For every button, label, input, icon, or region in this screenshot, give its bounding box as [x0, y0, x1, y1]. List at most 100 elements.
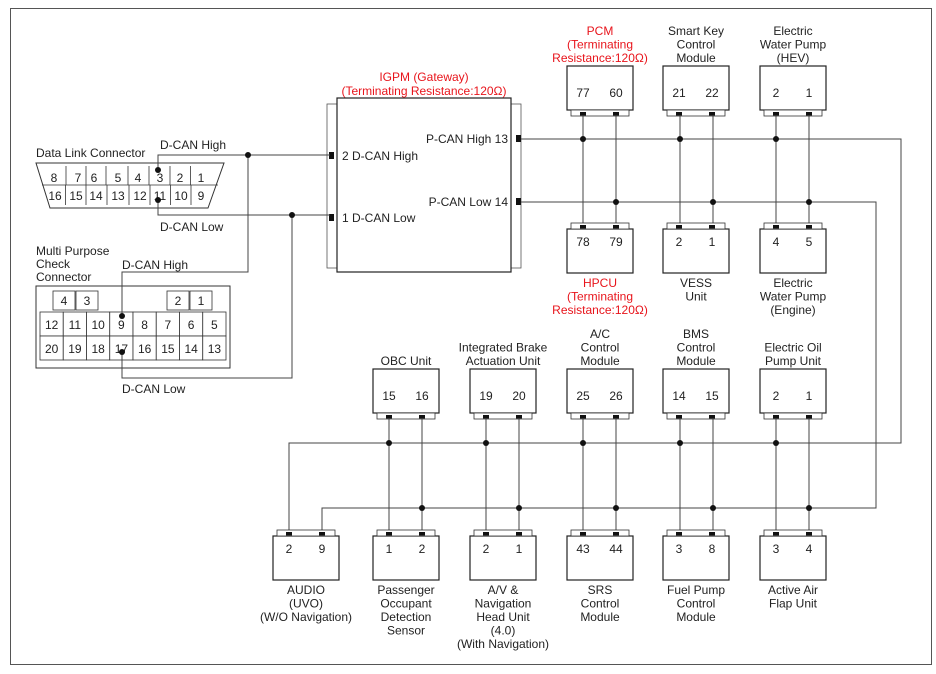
ac-pin-terminal: [580, 415, 586, 419]
smartkey-pin-terminal: [676, 112, 682, 116]
junction-dot: [386, 440, 392, 446]
wire-dlc-dcan-low: [157, 200, 330, 216]
iba-pin-number: 20: [512, 389, 526, 403]
ewp_engine-label-line: (Engine): [770, 303, 815, 317]
eop-pin-terminal: [773, 415, 779, 419]
junction-dots: [119, 136, 812, 511]
srs-label-line: Module: [580, 610, 620, 624]
igpm-box: [336, 97, 512, 273]
avn-label-line: (4.0): [491, 624, 516, 638]
can-wires: [121, 114, 902, 534]
ac-label-line: Module: [580, 354, 620, 368]
dlc-pin-label: 10: [174, 189, 188, 203]
smartkey-label-line: Module: [676, 51, 716, 65]
igpm-subtitle: (Terminating Resistance:120Ω): [341, 84, 506, 98]
vess-pin-number: 2: [676, 235, 683, 249]
ewp_hev-pin-terminal: [773, 112, 779, 116]
audio-label-line: (UVO): [289, 597, 323, 611]
mpc-pin-label: 8: [141, 318, 148, 332]
bms-pin-number: 14: [672, 389, 686, 403]
eop-pin-number: 2: [773, 389, 780, 403]
vess-box: [662, 228, 730, 274]
ewp_hev-label-line: (HEV): [777, 51, 810, 65]
obc-pin-terminal: [386, 415, 392, 419]
pcm-pin-number: 77: [576, 86, 590, 100]
pods-box: [372, 535, 440, 581]
dlc-pin-label: 14: [89, 189, 103, 203]
igpm-pcan-high-label: P-CAN High 13: [426, 132, 508, 146]
dlc-pin-label: 6: [91, 171, 98, 185]
iba-pin-strip: [473, 412, 533, 420]
ac-pin-terminal: [613, 415, 619, 419]
ewp_hev-label-line: Electric: [773, 24, 812, 38]
pods-pin-number: 1: [386, 542, 393, 556]
junction-dot: [419, 505, 425, 511]
ewp_engine-pin-terminal: [806, 225, 812, 229]
fuelpump-pin-terminal: [709, 532, 715, 536]
pods-pin-number: 2: [419, 542, 426, 556]
pcm-pin-terminal: [613, 112, 619, 116]
eop-pin-strip: [763, 412, 823, 420]
obc-label-line: OBC Unit: [381, 354, 432, 368]
wire-mpc-dcan-low: [121, 215, 293, 379]
junction-dot: [516, 505, 522, 511]
bms-pin-terminal: [676, 415, 682, 419]
ewp_engine-pin-number: 4: [773, 235, 780, 249]
avn-pin-number: 2: [483, 542, 490, 556]
dlc-pin-label: 7: [75, 171, 82, 185]
dlc-pin-label: 15: [69, 189, 83, 203]
dlc-pin-label: 13: [111, 189, 125, 203]
smartkey-pin-number: 22: [705, 86, 719, 100]
pcm-box: [566, 65, 634, 111]
audio-pin-terminal: [286, 532, 292, 536]
ac-label-line: A/C: [590, 327, 610, 341]
hpcu-label-line: HPCU: [583, 276, 617, 290]
eop-box: [759, 368, 827, 414]
hpcu-box: [566, 228, 634, 274]
dlc-title: Data Link Connector: [36, 146, 145, 160]
junction-dot: [580, 440, 586, 446]
pods-label-line: Detection: [381, 610, 432, 624]
audio-pin-terminal: [319, 532, 325, 536]
igpm-dcan-low-label: 1 D-CAN Low: [342, 211, 416, 225]
wire-dlc-dcan-high: [157, 154, 330, 170]
igpm-dcan-high-label: 2 D-CAN High: [342, 149, 418, 163]
pods-pin-terminal: [419, 532, 425, 536]
mpc-pin-label: 13: [208, 342, 222, 356]
aaf-pin-strip: [763, 529, 823, 537]
dlc-pin-label: 2: [177, 171, 184, 185]
mpc-low-label: D-CAN Low: [122, 382, 186, 396]
junction-dot: [119, 349, 125, 355]
igpm-pin-2: [329, 152, 334, 159]
junction-dot: [710, 505, 716, 511]
hpcu-pin-strip: [570, 222, 630, 230]
smartkey-pin-terminal: [709, 112, 715, 116]
igpm-pcan-low-label: P-CAN Low 14: [429, 195, 509, 209]
fuelpump-label-line: Module: [676, 610, 716, 624]
diagram-frame: [10, 8, 932, 665]
srs-box: [566, 535, 634, 581]
ac-label-line: Control: [581, 341, 620, 355]
pcm-pin-number: 60: [609, 86, 623, 100]
dlc-pin-label: 3: [157, 171, 164, 185]
bms-pin-number: 15: [705, 389, 719, 403]
mpc-pin-label: 5: [211, 318, 218, 332]
eop-label-line: Pump Unit: [765, 354, 822, 368]
dlc-pin-label: 1: [198, 171, 205, 185]
junction-dot: [155, 197, 161, 203]
mpc-pin-label: 9: [118, 318, 125, 332]
aaf-pin-number: 3: [773, 542, 780, 556]
dlc-pin-label: 8: [51, 171, 58, 185]
